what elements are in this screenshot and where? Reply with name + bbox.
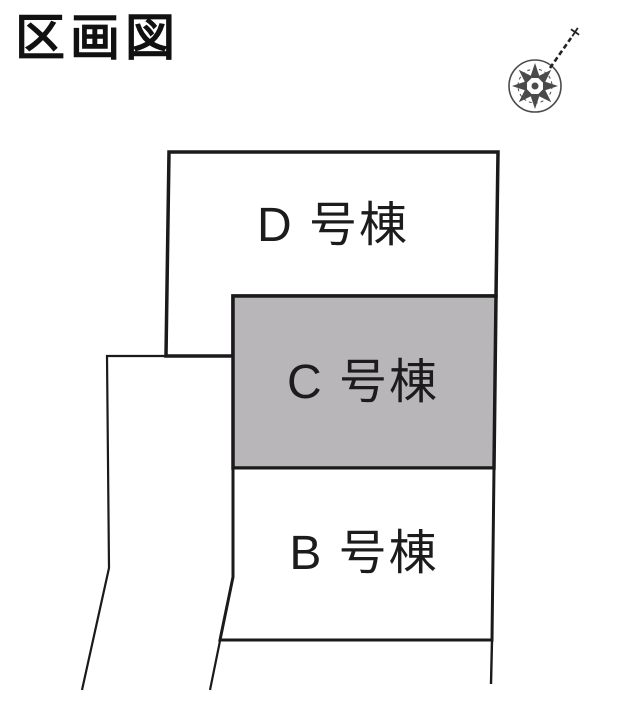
plot-label-c: C 号棟 — [286, 356, 440, 409]
page-title: 区画図 — [15, 10, 180, 66]
plot-label-b: B 号棟 — [289, 527, 439, 580]
north-arrow-icon — [548, 27, 580, 69]
plot-b-outline — [218, 466, 496, 642]
compass-rose-icon — [508, 59, 562, 113]
road-left-boundary-line — [80, 354, 168, 691]
parcel-right-edge-line — [489, 639, 494, 685]
plot-label-d: D 号棟 — [256, 199, 410, 252]
